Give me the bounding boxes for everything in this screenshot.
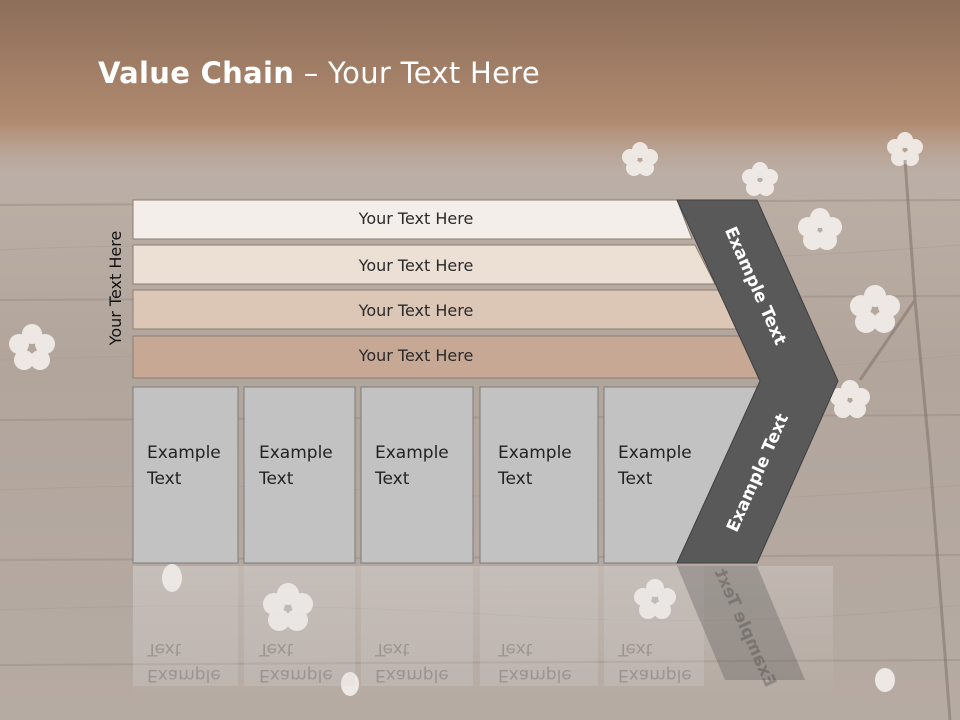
activity-box-1[interactable]	[132, 386, 239, 564]
activity-box-2-label: Example Text	[259, 443, 333, 489]
support-bar-2-label: Your Text Here	[358, 256, 474, 275]
support-bar-1[interactable]	[132, 199, 693, 240]
chevron-reflection	[677, 566, 805, 680]
support-bar-4-label: Your Text Here	[358, 346, 474, 365]
activity-box-3-label: Example Text	[375, 443, 449, 489]
activity-box-4-reflection: Example Text	[498, 639, 572, 685]
side-label: Your Text Here	[106, 230, 125, 346]
title-rest: – Your Text Here	[294, 56, 540, 90]
activity-box-2-reflection: Example Text	[259, 639, 333, 685]
title-bold: Value Chain	[98, 56, 295, 90]
support-bar-1-label: Your Text Here	[358, 209, 474, 228]
activity-box-5-reflection: Example Text	[618, 639, 692, 685]
margin-chevron[interactable]	[676, 199, 839, 564]
activity-box-4-label: Example Text	[498, 443, 572, 489]
activity-box-3[interactable]	[360, 386, 474, 564]
activity-box-2[interactable]	[243, 386, 356, 564]
diagram-reflection	[133, 566, 704, 686]
activity-box-1-label: Example Text	[147, 443, 221, 489]
activity-box-4[interactable]	[479, 386, 599, 564]
activity-box-5-label: Example Text	[618, 443, 692, 489]
activity-box-1-reflection: Example Text	[147, 639, 221, 685]
page-title: Value Chain – Your Text Here	[98, 56, 540, 90]
activity-box-3-reflection: Example Text	[375, 639, 449, 685]
support-bar-3-label: Your Text Here	[358, 301, 474, 320]
